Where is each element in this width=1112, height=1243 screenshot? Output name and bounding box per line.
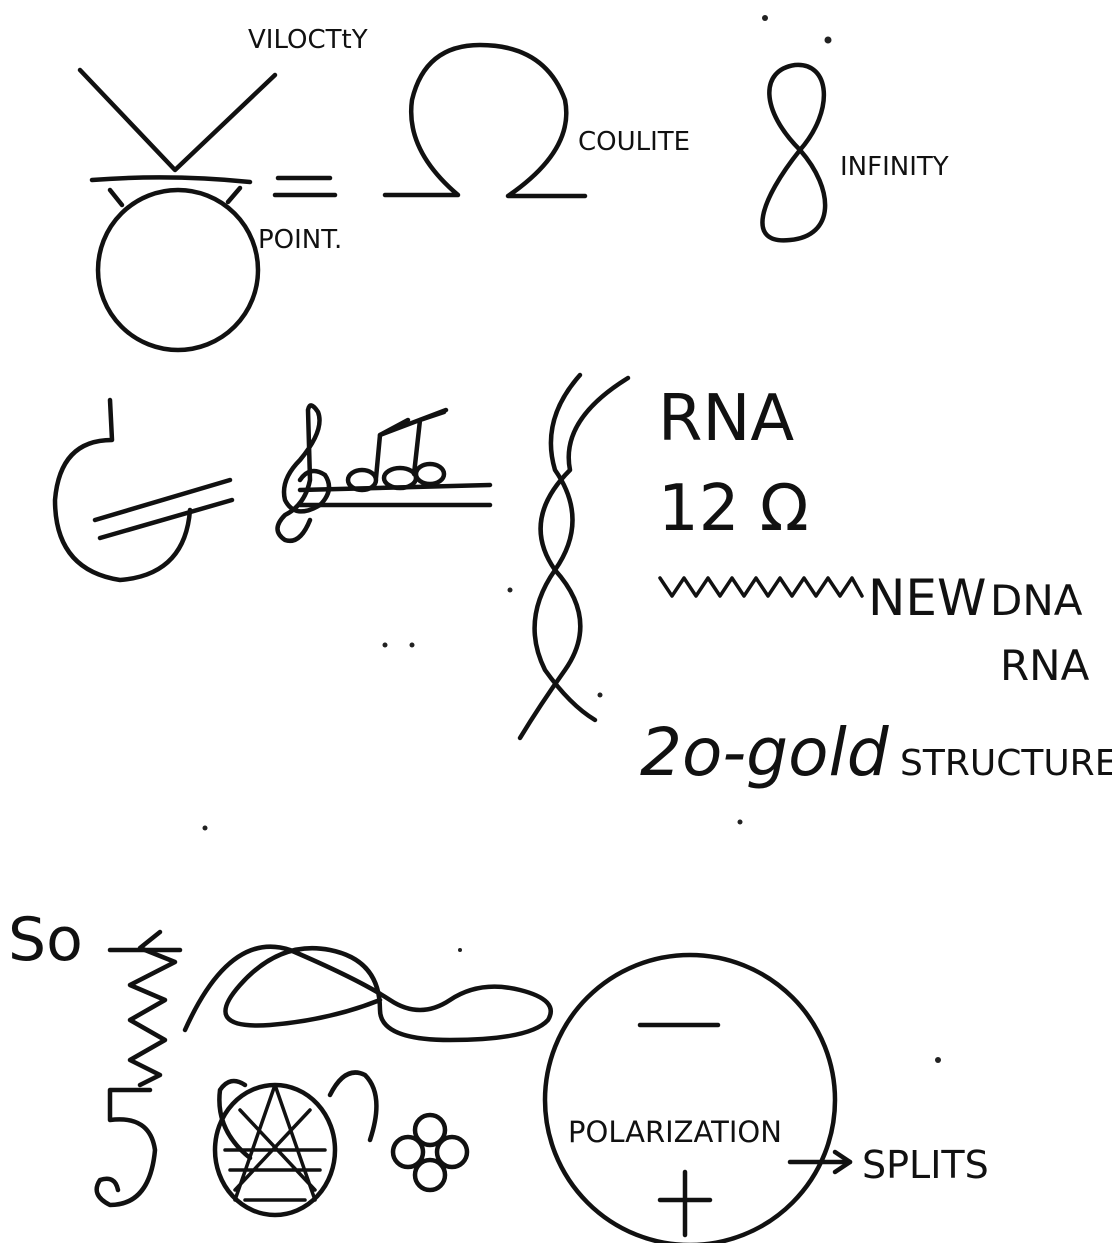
so-label: So	[8, 905, 83, 975]
infinity-label: INFINITY	[840, 152, 949, 182]
rna-top-label: RNA	[658, 382, 794, 456]
point-circle	[95, 187, 261, 353]
splits-label: SPLITS	[862, 1143, 989, 1187]
new-label: NEW	[868, 569, 986, 627]
velocity-point-symbol	[77, 67, 278, 353]
point-bar	[89, 175, 253, 185]
squiggle-spine-symbol	[94, 929, 183, 1208]
looped-infinity-line	[182, 944, 553, 1043]
velocity-label: VILOCTtY	[248, 25, 368, 55]
point-bar-ticks	[107, 185, 243, 208]
dna-label: DNA	[990, 576, 1083, 625]
structure-label: STRUCTURE	[900, 743, 1112, 784]
two-o-gold-label: 2o-gold	[640, 714, 890, 791]
equals-sign	[272, 175, 338, 198]
four-leaf-clover-symbol	[390, 1112, 470, 1193]
point-label: POINT.	[258, 225, 342, 255]
plus-sign	[657, 1169, 713, 1238]
dna-double-helix-symbol	[517, 372, 631, 741]
splits-arrow	[787, 1149, 853, 1175]
polarization-label: POLARIZATION	[568, 1115, 782, 1149]
stray-dots	[202, 15, 941, 1063]
zigzag-line	[658, 576, 864, 598]
omega-coulite-symbol	[382, 42, 588, 199]
rna-bottom-label: RNA	[1000, 641, 1090, 690]
g-spiral-symbol	[52, 397, 235, 583]
twelve-omega-label: 12 Ω	[658, 472, 809, 546]
coulite-label: COULITE	[578, 127, 690, 157]
polarization-circle	[542, 952, 838, 1243]
cradle-net-symbol	[212, 1070, 379, 1218]
music-notes-symbol	[275, 403, 493, 544]
velocity-v-mark	[77, 67, 278, 173]
infinity-figure-eight-symbol	[760, 62, 828, 243]
